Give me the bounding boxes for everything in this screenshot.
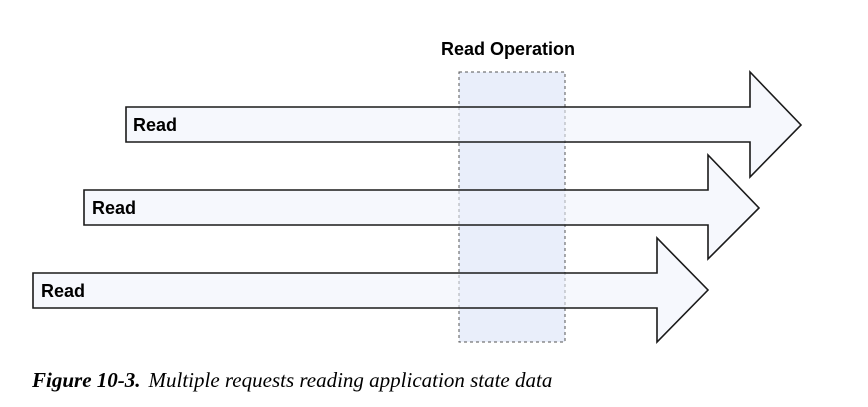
read-arrow-2	[83, 153, 761, 261]
figure-caption: Figure 10-3. Multiple requests reading ap…	[32, 368, 552, 393]
figure-caption-text: Multiple requests reading application st…	[148, 368, 553, 392]
read-arrow-1	[125, 70, 803, 179]
read-arrow-2-label: Read	[92, 198, 136, 218]
read-arrow-3-label: Read	[41, 281, 85, 301]
read-arrow-1-label: Read	[133, 115, 177, 135]
read-arrow-3	[32, 236, 710, 344]
read-operation-label: Read Operation	[441, 39, 575, 59]
figure-caption-label: Figure 10-3.	[32, 368, 141, 392]
